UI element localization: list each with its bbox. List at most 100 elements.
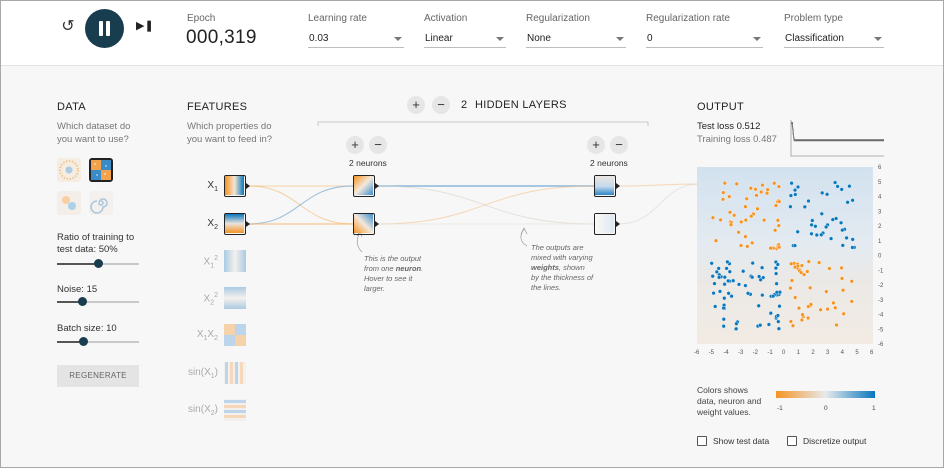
- noise-slider-thumb[interactable]: [78, 297, 87, 306]
- data-point: [824, 289, 829, 294]
- discretize-output-checkbox[interactable]: [787, 436, 797, 446]
- annotation1-line4: larger.: [364, 284, 385, 293]
- y-tick-label: -6: [878, 342, 884, 348]
- remove-neuron-layer1-button[interactable]: −: [369, 136, 387, 154]
- feature-x1-arrow: [246, 183, 250, 189]
- pause-icon: [99, 21, 103, 36]
- x-tick-label: -3: [738, 350, 744, 356]
- show-test-data-checkbox[interactable]: [697, 436, 707, 446]
- dataset-xor[interactable]: [89, 158, 113, 182]
- data-point: [839, 187, 844, 192]
- data-point: [849, 279, 854, 284]
- learning-rate-select[interactable]: 0.03: [308, 30, 404, 48]
- regularization-select[interactable]: None: [526, 30, 626, 48]
- data-point: [818, 307, 823, 312]
- neuron-l1-1[interactable]: [353, 175, 375, 197]
- activation-select[interactable]: Linear: [424, 30, 506, 48]
- data-point: [802, 204, 807, 209]
- feature-sub-1: 1: [214, 186, 218, 193]
- annotation1-line3: Hover to see it: [364, 274, 413, 283]
- legend-line1: Colors shows: [697, 385, 749, 395]
- weight-h21-out[interactable]: [617, 183, 701, 187]
- ratio-slider-thumb[interactable]: [94, 259, 103, 268]
- remove-neuron-layer2-button[interactable]: −: [610, 136, 628, 154]
- epoch-label: Epoch: [187, 13, 216, 24]
- remove-layer-button[interactable]: −: [432, 96, 450, 114]
- data-point: [788, 204, 793, 209]
- data-point: [710, 274, 715, 279]
- feature-x1x2[interactable]: [224, 324, 246, 346]
- weight-h12-h21[interactable]: [376, 185, 595, 225]
- activation-label: Activation: [424, 13, 468, 24]
- feature-x2-squared[interactable]: [224, 287, 246, 309]
- feature-label-x1x2: X1X2: [196, 329, 218, 342]
- feature-sub-3: 1: [210, 262, 215, 270]
- color-scale: -1 0 1: [776, 391, 876, 412]
- data-point: [736, 230, 741, 235]
- regularization-rate-select[interactable]: 0: [646, 30, 763, 48]
- noise-label: Noise: 15: [57, 284, 98, 295]
- feature-x2[interactable]: [224, 213, 246, 235]
- add-layer-button[interactable]: +: [407, 96, 425, 114]
- data-point: [810, 218, 815, 223]
- data-point: [789, 261, 794, 266]
- data-point: [749, 214, 754, 219]
- data-point: [768, 311, 773, 316]
- feature-x2-heatmap: [225, 214, 244, 233]
- neuron-l1-2-arrow: [375, 221, 379, 227]
- data-point: [833, 305, 838, 310]
- problem-type-select[interactable]: Classification: [784, 30, 884, 48]
- activation-value: Linear: [425, 33, 453, 44]
- features-subtitle-line2: you want to feed in?: [187, 134, 273, 145]
- feature-sinx2-heatmap: [224, 399, 246, 421]
- ratio-slider[interactable]: [57, 259, 139, 268]
- batch-size-slider[interactable]: [57, 337, 139, 346]
- feature-x1-squared[interactable]: [224, 250, 246, 272]
- pause-button[interactable]: [85, 9, 124, 48]
- reset-icon[interactable]: ↺: [61, 18, 75, 35]
- feature-sinx1-heatmap: [224, 362, 246, 384]
- circle-dataset-icon: [57, 158, 81, 182]
- neuron-l1-1-heatmap: [354, 176, 373, 195]
- regenerate-button[interactable]: REGENERATE: [57, 365, 139, 387]
- data-point: [734, 326, 739, 331]
- noise-slider[interactable]: [57, 297, 139, 306]
- dataset-spiral[interactable]: [89, 191, 113, 215]
- feature-sin-x1[interactable]: [224, 362, 246, 384]
- data-subtitle: Which dataset do you want to use?: [57, 120, 130, 146]
- feature-sin-x2[interactable]: [224, 399, 246, 421]
- dataset-gaussian[interactable]: [57, 191, 81, 215]
- annotation2-line3: weights, shown: [531, 263, 593, 273]
- features-title: FEATURES: [187, 101, 248, 113]
- data-point: [760, 183, 765, 188]
- weight-x2-h11[interactable]: [247, 185, 354, 225]
- spiral-dataset-icon: [89, 191, 113, 215]
- add-neuron-layer1-button[interactable]: +: [346, 136, 364, 154]
- feature-sub-5: 1: [203, 335, 208, 342]
- data-point: [756, 303, 761, 308]
- batch-slider-thumb[interactable]: [79, 337, 88, 346]
- data-point: [775, 313, 780, 318]
- scale-label-min: -1: [777, 405, 783, 412]
- annotation2-arrowhead: [520, 227, 528, 235]
- dataset-circle[interactable]: [57, 158, 81, 182]
- annotation1-line2-pre: from one: [364, 264, 396, 273]
- add-neuron-layer2-button[interactable]: +: [587, 136, 605, 154]
- neuron-l2-2[interactable]: [594, 213, 616, 235]
- data-point: [776, 184, 781, 189]
- data-point: [732, 213, 737, 218]
- data-subtitle-line2: you want to use?: [57, 134, 129, 145]
- feature-x1[interactable]: [224, 175, 246, 197]
- learning-rate-label: Learning rate: [308, 13, 367, 24]
- step-icon[interactable]: ▶❚: [136, 20, 154, 32]
- data-point: [712, 281, 717, 286]
- weight-h22-out[interactable]: [617, 183, 701, 225]
- neuron-l2-1[interactable]: [594, 175, 616, 197]
- data-point: [714, 269, 719, 274]
- neuron-l1-2[interactable]: [353, 213, 375, 235]
- data-point: [788, 319, 793, 324]
- data-point: [814, 232, 819, 238]
